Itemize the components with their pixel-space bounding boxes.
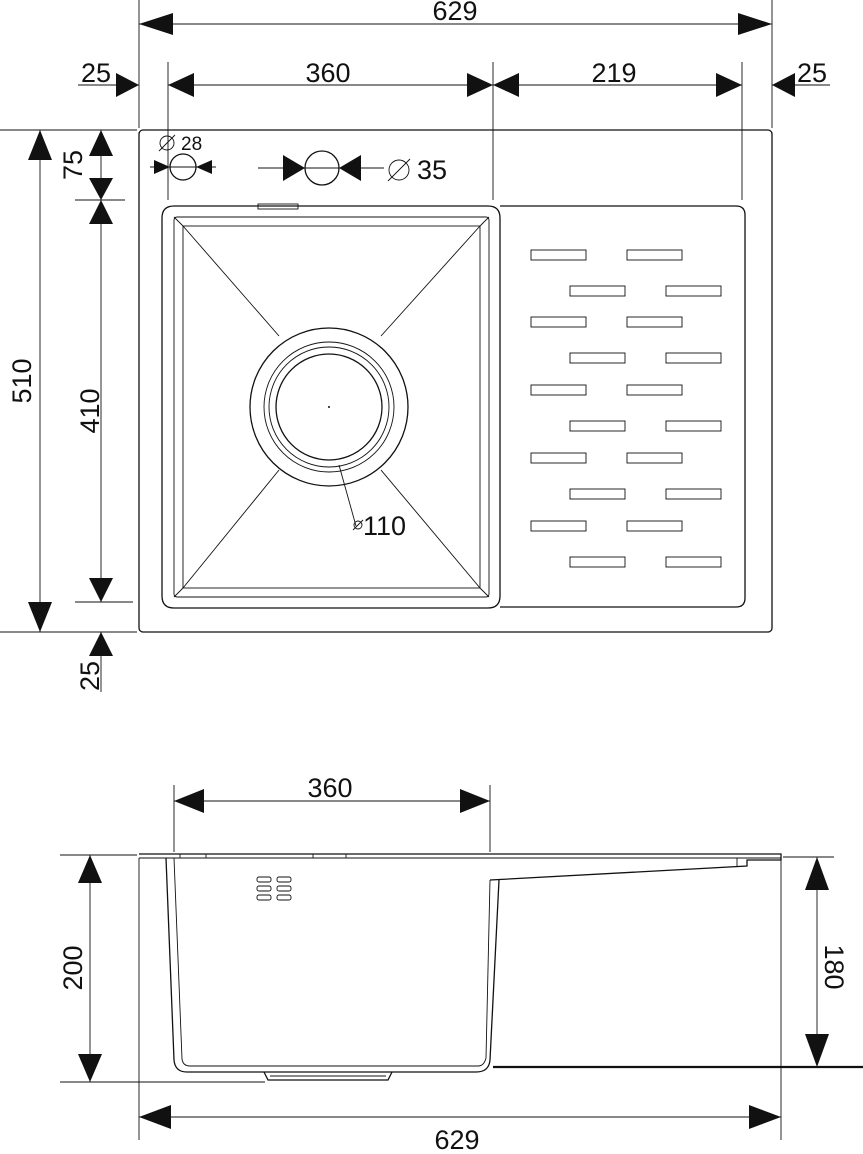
small-hole: 28 bbox=[150, 134, 216, 181]
side-rim bbox=[139, 853, 782, 881]
sink-outline bbox=[138, 129, 773, 633]
side-bowl-width-label: 360 bbox=[307, 773, 352, 803]
tap-hole-diameter-label: 35 bbox=[417, 155, 447, 185]
side-view: 360 200 bbox=[58, 773, 863, 1154]
side-bowl bbox=[165, 857, 500, 1073]
side-bowl-height-label: 200 bbox=[58, 945, 88, 990]
dim-overall-width: 629 bbox=[138, 0, 773, 128]
drainboard bbox=[500, 205, 746, 608]
drain-diameter-label: 110 bbox=[363, 511, 406, 541]
side-overflow-slots bbox=[256, 876, 292, 901]
side-dim-bowl-height: 200 bbox=[58, 854, 265, 1083]
overall-width-label: 629 bbox=[432, 0, 477, 26]
top-view: 629 25 360 219 25 bbox=[0, 0, 830, 692]
overall-depth-label: 510 bbox=[7, 358, 37, 403]
left-margin-label: 25 bbox=[81, 58, 111, 88]
dim-width-breakdown: 25 360 219 25 bbox=[78, 58, 830, 200]
bowl-depth-label: 410 bbox=[75, 388, 105, 433]
side-drainboard-height-label: 180 bbox=[819, 944, 849, 989]
side-overall-width-label: 629 bbox=[434, 1125, 479, 1154]
drainboard-width-label: 219 bbox=[591, 58, 636, 88]
right-margin-label: 25 bbox=[797, 58, 827, 88]
side-dim-drainboard-height: 180 bbox=[783, 856, 849, 1067]
bowl bbox=[161, 203, 501, 609]
tap-hole: 35 bbox=[258, 150, 447, 186]
drainboard-slots bbox=[530, 249, 722, 568]
drain: 110 bbox=[249, 327, 409, 541]
dim-depth-breakdown: 75 410 25 bbox=[58, 130, 133, 692]
back-margin-label: 75 bbox=[58, 150, 88, 180]
dim-overall-depth: 510 bbox=[0, 129, 137, 633]
side-dim-bowl-width: 360 bbox=[173, 773, 491, 852]
small-hole-diameter-label: 28 bbox=[181, 134, 202, 155]
bowl-width-label: 360 bbox=[305, 58, 350, 88]
front-margin-label: 25 bbox=[75, 661, 105, 691]
side-dim-overall-width: 629 bbox=[138, 858, 782, 1154]
